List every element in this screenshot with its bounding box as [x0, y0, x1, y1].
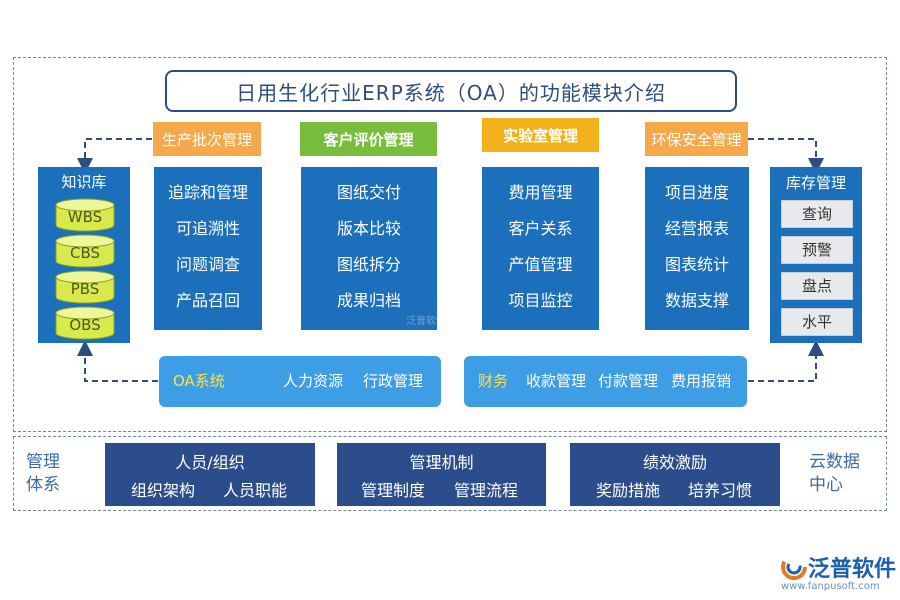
main-frame [13, 57, 887, 432]
arrow-to-knowledge [77, 138, 152, 174]
module-body-environment-safety: 项目进度经营报表图表统计数据支撑 [645, 167, 749, 330]
module-header-customer-review[interactable]: 客户评价管理 [300, 122, 437, 156]
finance-payment-item: 付款管理 [598, 372, 659, 390]
oa-hr-item: 人力资源 [283, 372, 344, 390]
module-item[interactable]: 问题调查 [175, 255, 240, 274]
database-cylinder-icon[interactable]: WBS [55, 198, 115, 232]
page-title: 日用生化行业ERP系统（OA）的功能模块介绍 [165, 70, 737, 112]
module-item[interactable]: 图纸拆分 [336, 255, 401, 274]
module-item[interactable]: 经营报表 [664, 219, 729, 238]
knowledge-title: 知识库 [61, 173, 107, 191]
finance-bar: 财务 收款管理 付款管理 费用报销 [464, 356, 747, 407]
knowledge-panel: 知识库 WBS CBS PBS OBS [38, 167, 130, 343]
arrow-oa-to-knowledge [77, 340, 158, 382]
cylinder-shape [55, 198, 115, 232]
inventory-title: 库存管理 [785, 174, 846, 192]
management-system-line-2: 体系 [26, 475, 60, 495]
watermark: 泛普软件 [406, 316, 446, 327]
inventory-alert-button[interactable]: 预警 [781, 236, 853, 264]
module-item[interactable]: 客户关系 [508, 219, 573, 238]
module-item[interactable]: 成果归档 [336, 291, 401, 310]
module-body-laboratory: 费用管理客户关系产值管理项目监控 [482, 167, 599, 330]
cloud-data-center-line-2: 中心 [809, 475, 843, 495]
module-item[interactable]: 产品召回 [175, 291, 240, 310]
bottom-frame [13, 436, 887, 511]
cylinder-label: WBS [67, 208, 103, 226]
bottom-box-head: 管理机制 [409, 453, 474, 472]
cylinder-shape [55, 306, 115, 340]
finance-receipt-item: 收款管理 [526, 372, 587, 390]
module-body-production-batch: 追踪和管理可追溯性问题调查产品召回 [154, 167, 262, 330]
module-item[interactable]: 版本比较 [336, 219, 401, 238]
module-header-laboratory[interactable]: 实验室管理 [482, 118, 599, 152]
database-cylinder-icon[interactable]: PBS [55, 270, 115, 304]
management-system-label: 管理 体系 [26, 451, 60, 497]
oa-admin-item: 行政管理 [363, 372, 424, 390]
module-body-customer-review: 图纸交付版本比较图纸拆分成果归档 [301, 167, 437, 330]
module-item[interactable]: 项目进度 [664, 183, 729, 202]
database-cylinder-icon[interactable]: OBS [55, 306, 115, 340]
module-item[interactable]: 图纸交付 [336, 183, 401, 202]
module-header-production-batch[interactable]: 生产批次管理 [153, 122, 261, 156]
module-item[interactable]: 项目监控 [508, 291, 573, 310]
logo-swirl-icon [781, 554, 807, 580]
cylinder-label: PBS [70, 280, 100, 298]
cylinder-label: CBS [69, 244, 101, 262]
bottom-box-item: 人员职能 [223, 481, 288, 500]
bottom-box-item: 组织架构 [131, 481, 196, 500]
database-cylinder-icon[interactable]: CBS [55, 234, 115, 268]
bottom-box-mechanism: 管理机制 管理制度 管理流程 [337, 443, 546, 506]
inventory-stocktake-button[interactable]: 盘点 [781, 272, 853, 300]
bottom-box-item: 管理流程 [454, 481, 519, 500]
oa-bar: OA系统 人力资源 行政管理 [159, 356, 441, 407]
bottom-box-item: 培养习惯 [688, 481, 753, 500]
module-item[interactable]: 产值管理 [508, 255, 573, 274]
cylinder-shape [55, 234, 115, 268]
bottom-box-item: 奖励措施 [596, 481, 661, 500]
finance-bar-label: 财务 [478, 372, 509, 390]
oa-bar-label: OA系统 [173, 372, 225, 390]
inventory-level-button[interactable]: 水平 [781, 308, 853, 336]
bottom-box-incentive: 绩效激励 奖励措施 培养习惯 [570, 443, 780, 506]
logo-name: 泛普软件 [808, 557, 897, 582]
management-system-line-1: 管理 [26, 452, 60, 472]
bottom-box-head: 绩效激励 [642, 453, 707, 472]
module-header-environment-safety[interactable]: 环保安全管理 [645, 122, 748, 156]
finance-expense-item: 费用报销 [671, 372, 732, 390]
arrow-finance-to-inventory [748, 340, 824, 382]
cloud-data-center-line-1: 云数据 [809, 452, 860, 472]
brand-logo: 泛普软件 www.fanpusoft.com [780, 551, 896, 595]
inventory-panel: 库存管理 查询 预警 盘点 水平 [770, 167, 862, 343]
cylinder-shape [55, 270, 115, 304]
module-item[interactable]: 追踪和管理 [167, 183, 248, 202]
bottom-box-personnel: 人员/组织 组织架构 人员职能 [105, 443, 315, 506]
cloud-data-center-label: 云数据 中心 [809, 451, 860, 497]
arrow-to-inventory [748, 138, 824, 174]
module-item[interactable]: 数据支撑 [664, 291, 729, 310]
module-item[interactable]: 图表统计 [664, 255, 729, 274]
cylinder-label: OBS [69, 316, 101, 334]
bottom-box-head: 人员/组织 [175, 453, 245, 472]
bottom-box-item: 管理制度 [361, 481, 426, 500]
inventory-query-button[interactable]: 查询 [781, 200, 853, 228]
module-item[interactable]: 可追溯性 [175, 219, 240, 238]
module-item[interactable]: 费用管理 [508, 183, 573, 202]
logo-url: www.fanpusoft.com [781, 581, 880, 592]
